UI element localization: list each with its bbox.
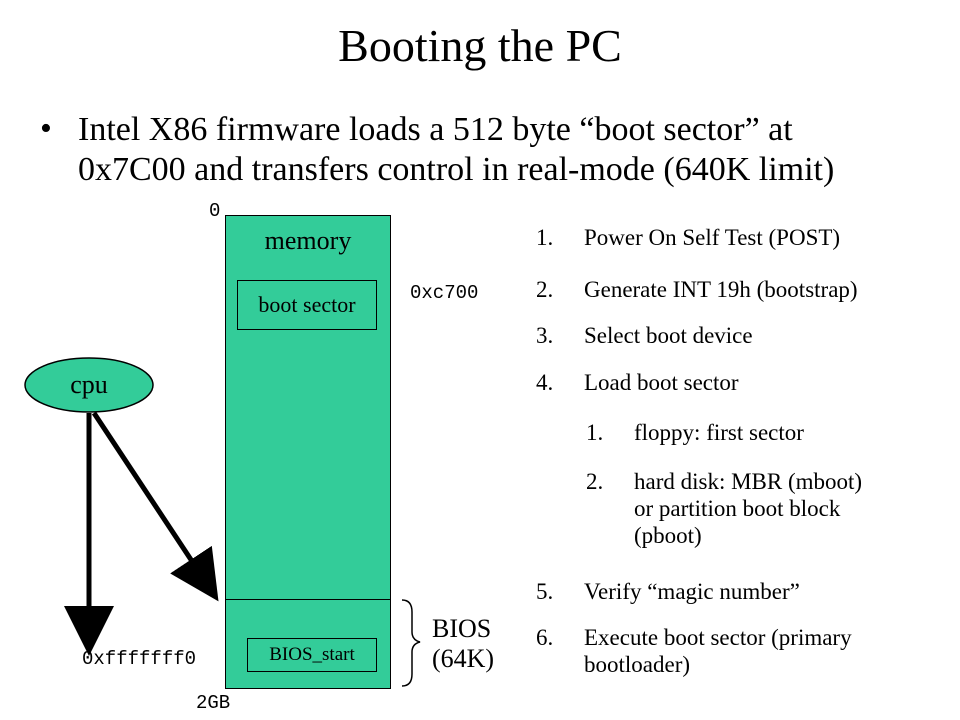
list-item-number: 6. (536, 625, 554, 650)
list-item-text: floppy: first sector (634, 420, 804, 445)
bios-label-name: BIOS (432, 614, 492, 643)
list-item-line: (pboot) (634, 523, 702, 548)
cpu-to-bios-arrow (91, 411, 219, 602)
list-item-number: 1. (536, 225, 554, 250)
list-item-number: 3. (536, 323, 554, 348)
bios-start-box: BIOS_start (247, 638, 377, 672)
bios-label: BIOS (64K) (432, 614, 494, 674)
list-item-line: or partition boot block (634, 496, 841, 521)
list-item-number: 2. (536, 277, 554, 302)
bios-region-divider (225, 599, 391, 600)
memory-label: memory (264, 226, 352, 255)
cpu-label: cpu (70, 370, 108, 399)
list-item-text: Power On Self Test (POST) (584, 225, 841, 250)
list-item-number: 2. (586, 469, 604, 494)
list-item-line: hard disk: MBR (mboot) (634, 469, 863, 494)
bios-label-size: (64K) (432, 644, 495, 673)
list-item-line: Execute boot sector (primary (584, 625, 852, 650)
list-item-text: hard disk: MBR (mboot) or partition boot… (634, 468, 944, 549)
list-item-text: Execute boot sector (primary bootloader) (584, 624, 944, 678)
bullet-marker: • (40, 110, 52, 147)
list-item-number: 4. (536, 370, 554, 395)
slide-title: Booting the PC (338, 20, 622, 71)
cpu-ellipse (24, 357, 154, 413)
list-item-text: Verify “magic number” (584, 579, 800, 604)
bullet-text: Intel X86 firmware loads a 512 byte “boo… (78, 110, 928, 190)
list-item-text: Load boot sector (584, 370, 739, 395)
list-item-line: bootloader) (584, 652, 691, 677)
list-item-text: Select boot device (584, 323, 753, 348)
address-2gb: 2GB (196, 692, 231, 714)
bullet-line-1: Intel X86 firmware loads a 512 byte “boo… (78, 111, 793, 148)
list-item-number: 5. (536, 579, 554, 604)
boot-sector-box: boot sector (237, 280, 377, 330)
address-zero: 0 (209, 200, 221, 222)
list-item-text: Generate INT 19h (bootstrap) (584, 277, 858, 302)
bios-brace (401, 599, 421, 687)
bullet-line-2: 0x7C00 and transfers control in real-mod… (78, 151, 835, 188)
boot-sector-address: 0xc700 (410, 282, 479, 304)
list-item-number: 1. (586, 420, 604, 445)
